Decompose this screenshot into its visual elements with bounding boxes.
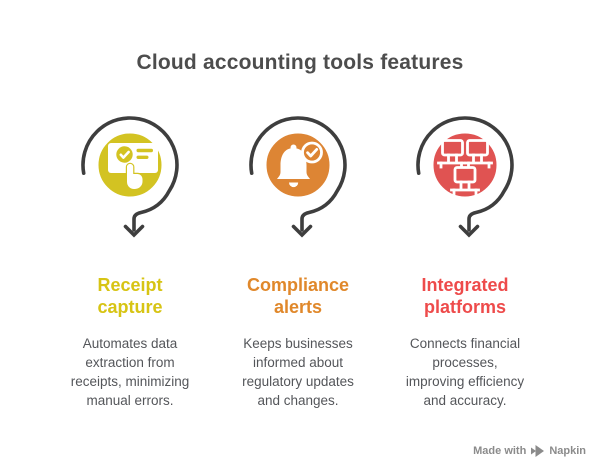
checkmark-icon (119, 150, 130, 159)
bell-alert-icon (232, 113, 364, 248)
bell-clapper-shape (289, 182, 299, 188)
made-with-label: Made with (473, 445, 527, 457)
monitors-network-icon (437, 139, 493, 196)
loop-arrow (81, 116, 179, 232)
feature-circle (429, 129, 501, 201)
check-circle-shape (116, 146, 133, 163)
receipt-text-line (136, 155, 149, 159)
monitor-shape (453, 166, 477, 184)
made-with-napkin-watermark: Made with Napkin (473, 445, 586, 457)
feature-heading: Receipt capture (97, 275, 163, 317)
workstations-icon (399, 113, 531, 248)
receipt-text-line (136, 148, 153, 153)
napkin-brand-link[interactable]: Napkin (549, 445, 586, 457)
feature-heading: Integrated platforms (421, 275, 509, 317)
napkin-logo-icon (531, 445, 545, 457)
down-arrowhead-icon (291, 224, 313, 238)
feature-description: Automates data extraction from receipts,… (70, 336, 190, 408)
checkmark-icon (306, 148, 319, 158)
down-arrowhead-icon (123, 224, 145, 238)
loop-arrow (416, 116, 514, 232)
receipt-capture-icon (64, 113, 196, 248)
receipt-capture-icon-svg (81, 116, 179, 238)
monitor-shape (441, 139, 464, 157)
workstations-icon-svg (416, 116, 514, 238)
monitor-shape (466, 139, 489, 157)
feature-description: Connects financial processes, improving … (405, 336, 525, 408)
pointing-hand-icon (125, 162, 144, 191)
down-arrowhead-icon (458, 224, 480, 238)
feature-heading: Compliance alerts (246, 275, 350, 317)
feature-column-integrated-platforms: Integrated platforms Connects financial … (377, 113, 553, 410)
bell-alert-icon-svg (249, 116, 347, 238)
feature-description: Keeps businesses informed about regulato… (242, 336, 354, 408)
loop-arrow (249, 116, 347, 232)
page-title: Cloud accounting tools features (136, 51, 464, 74)
feature-column-receipt-capture: Receipt capture Automates data extractio… (42, 113, 218, 410)
feature-column-compliance-alerts: Compliance alerts Keeps businesses infor… (210, 113, 386, 410)
